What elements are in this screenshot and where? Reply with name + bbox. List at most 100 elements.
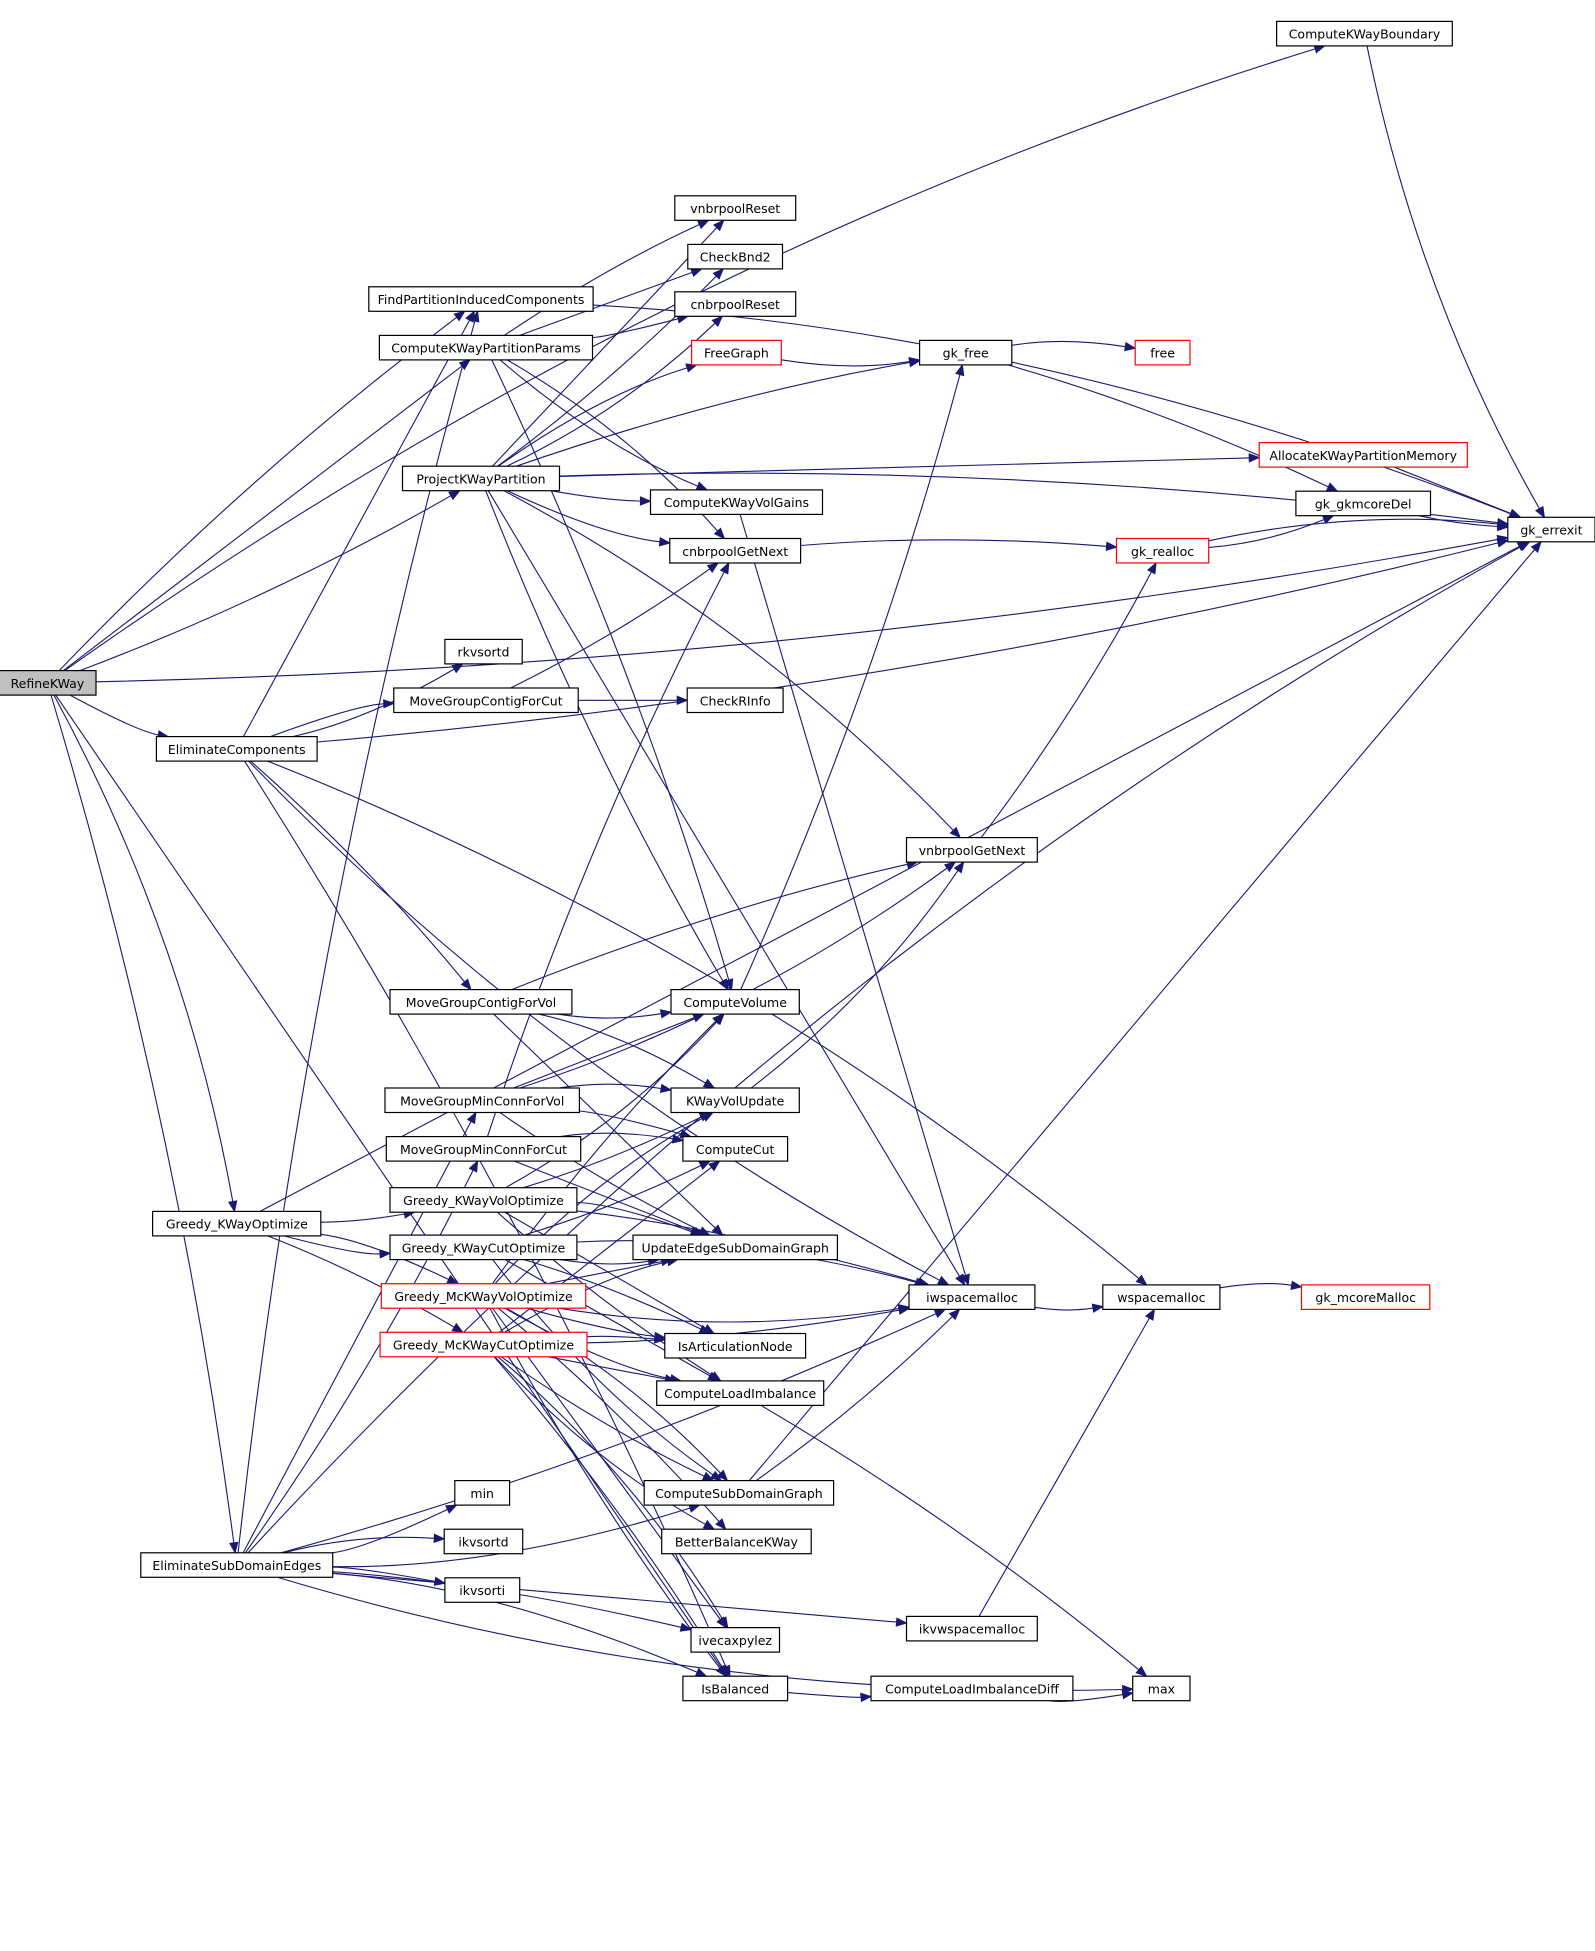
node-rkvsortd[interactable]: rkvsortd <box>444 638 523 665</box>
node-gk_errexit[interactable]: gk_errexit <box>1507 516 1595 543</box>
node-box[interactable] <box>1295 490 1432 517</box>
node-vnbrpoolGetNext[interactable]: vnbrpoolGetNext <box>905 836 1038 863</box>
node-box[interactable] <box>389 1234 578 1261</box>
node-box[interactable] <box>674 291 797 317</box>
node-Greedy_McKWayCutOptimize[interactable]: Greedy_McKWayCutOptimize <box>379 1331 588 1358</box>
node-cnbrpoolGetNext[interactable]: cnbrpoolGetNext <box>669 537 802 564</box>
node-box[interactable] <box>670 988 800 1015</box>
node-box[interactable] <box>918 339 1013 366</box>
node-MoveGroupContigForVol[interactable]: MoveGroupContigForVol <box>389 988 573 1015</box>
node-box[interactable] <box>1115 537 1210 564</box>
node-BetterBalanceKWay[interactable]: BetterBalanceKWay <box>661 1528 812 1555</box>
node-box[interactable] <box>443 1528 524 1555</box>
node-ComputeLoadImbalance[interactable]: ComputeLoadImbalance <box>656 1380 825 1407</box>
node-box[interactable] <box>1300 1284 1431 1311</box>
node-box[interactable] <box>140 1552 334 1578</box>
node-ComputeVolume[interactable]: ComputeVolume <box>670 988 800 1015</box>
node-ComputeKWayPartitionParams[interactable]: ComputeKWayPartitionParams <box>378 334 594 361</box>
node-box[interactable] <box>380 1283 587 1309</box>
node-IsBalanced[interactable]: IsBalanced <box>682 1675 789 1702</box>
node-box[interactable] <box>389 988 573 1015</box>
node-gk_free[interactable]: gk_free <box>918 339 1013 366</box>
node-wspacemalloc[interactable]: wspacemalloc <box>1102 1284 1221 1311</box>
node-gk_mcoreMalloc[interactable]: gk_mcoreMalloc <box>1300 1284 1431 1311</box>
node-FindPartitionInducedComponents[interactable]: FindPartitionInducedComponents <box>368 286 594 312</box>
node-box[interactable] <box>401 465 561 492</box>
node-box[interactable] <box>690 339 782 366</box>
node-IsArticulationNode[interactable]: IsArticulationNode <box>664 1332 807 1359</box>
node-MoveGroupMinConnForVol[interactable]: MoveGroupMinConnForVol <box>384 1087 580 1114</box>
node-ComputeSubDomainGraph[interactable]: ComputeSubDomainGraph <box>643 1479 835 1506</box>
node-MoveGroupMinConnForCut[interactable]: MoveGroupMinConnForCut <box>385 1135 582 1162</box>
node-gk_realloc[interactable]: gk_realloc <box>1115 537 1210 564</box>
node-Greedy_KWayCutOptimize[interactable]: Greedy_KWayCutOptimize <box>389 1234 578 1261</box>
node-gk_gkmcoreDel[interactable]: gk_gkmcoreDel <box>1295 490 1432 517</box>
node-ComputeKWayBoundary[interactable]: ComputeKWayBoundary <box>1275 20 1453 47</box>
node-ComputeLoadImbalanceDiff[interactable]: ComputeLoadImbalanceDiff <box>870 1675 1074 1702</box>
node-box[interactable] <box>908 1284 1036 1311</box>
node-EliminateSubDomainEdges[interactable]: EliminateSubDomainEdges <box>140 1552 334 1578</box>
node-EliminateComponents[interactable]: EliminateComponents <box>155 735 318 762</box>
node-box[interactable] <box>384 1087 580 1114</box>
node-box[interactable] <box>656 1380 825 1407</box>
node-box[interactable] <box>444 638 523 665</box>
node-box[interactable] <box>682 1135 789 1162</box>
node-box[interactable] <box>649 489 824 515</box>
node-box[interactable] <box>389 1187 578 1213</box>
node-box[interactable] <box>368 286 594 312</box>
node-ProjectKWayPartition[interactable]: ProjectKWayPartition <box>401 465 561 492</box>
node-box[interactable] <box>454 1479 511 1506</box>
node-box[interactable] <box>1132 1675 1191 1702</box>
node-box[interactable] <box>905 1615 1038 1642</box>
node-box[interactable] <box>1102 1284 1221 1311</box>
node-box[interactable] <box>669 537 802 564</box>
node-box[interactable] <box>155 735 318 762</box>
node-CheckRInfo[interactable]: CheckRInfo <box>686 687 784 714</box>
node-MoveGroupContigForCut[interactable]: MoveGroupContigForCut <box>393 687 579 714</box>
node-ComputeCut[interactable]: ComputeCut <box>682 1135 789 1162</box>
node-box[interactable] <box>385 1135 582 1162</box>
node-max[interactable]: max <box>1132 1675 1191 1702</box>
node-box[interactable] <box>1134 339 1191 366</box>
node-box[interactable] <box>152 1210 322 1237</box>
node-CheckBnd2[interactable]: CheckBnd2 <box>687 243 784 270</box>
node-ikvsortd[interactable]: ikvsortd <box>443 1528 524 1555</box>
node-cnbrpoolReset[interactable]: cnbrpoolReset <box>674 291 797 317</box>
node-box[interactable] <box>1275 20 1453 47</box>
node-box[interactable] <box>674 195 797 221</box>
node-iwspacemalloc[interactable]: iwspacemalloc <box>908 1284 1036 1311</box>
node-box[interactable] <box>632 1234 838 1261</box>
node-box[interactable] <box>378 334 594 361</box>
node-Greedy_McKWayVolOptimize[interactable]: Greedy_McKWayVolOptimize <box>380 1283 587 1309</box>
node-box[interactable] <box>686 687 784 714</box>
node-vnbrpoolReset[interactable]: vnbrpoolReset <box>674 195 797 221</box>
node-ikvwspacemalloc[interactable]: ikvwspacemalloc <box>905 1615 1038 1642</box>
node-box[interactable] <box>682 1675 789 1702</box>
node-ivecaxpylez[interactable]: ivecaxpylez <box>690 1626 781 1653</box>
node-ikvsorti[interactable]: ikvsorti <box>444 1577 521 1603</box>
node-RefineKWay[interactable]: RefineKWay <box>0 669 97 696</box>
node-UpdateEdgeSubDomainGraph[interactable]: UpdateEdgeSubDomainGraph <box>632 1234 838 1261</box>
node-Greedy_KWayVolOptimize[interactable]: Greedy_KWayVolOptimize <box>389 1187 578 1213</box>
node-box[interactable] <box>870 1675 1074 1702</box>
node-box[interactable] <box>0 669 97 696</box>
node-box[interactable] <box>393 687 579 714</box>
node-box[interactable] <box>687 243 784 270</box>
node-free[interactable]: free <box>1134 339 1191 366</box>
node-Greedy_KWayOptimize[interactable]: Greedy_KWayOptimize <box>152 1210 322 1237</box>
node-box[interactable] <box>1507 516 1595 543</box>
node-box[interactable] <box>670 1087 800 1114</box>
node-box[interactable] <box>379 1331 588 1358</box>
node-box[interactable] <box>905 836 1038 863</box>
node-box[interactable] <box>1258 442 1468 468</box>
node-box[interactable] <box>661 1528 812 1555</box>
node-box[interactable] <box>444 1577 521 1603</box>
node-box[interactable] <box>664 1332 807 1359</box>
node-KWayVolUpdate[interactable]: KWayVolUpdate <box>670 1087 800 1114</box>
node-ComputeKWayVolGains[interactable]: ComputeKWayVolGains <box>649 489 824 515</box>
node-FreeGraph[interactable]: FreeGraph <box>690 339 782 366</box>
node-AllocateKWayPartitionMemory[interactable]: AllocateKWayPartitionMemory <box>1258 442 1468 468</box>
node-box[interactable] <box>643 1479 835 1506</box>
node-min[interactable]: min <box>454 1479 511 1506</box>
node-box[interactable] <box>690 1626 781 1653</box>
